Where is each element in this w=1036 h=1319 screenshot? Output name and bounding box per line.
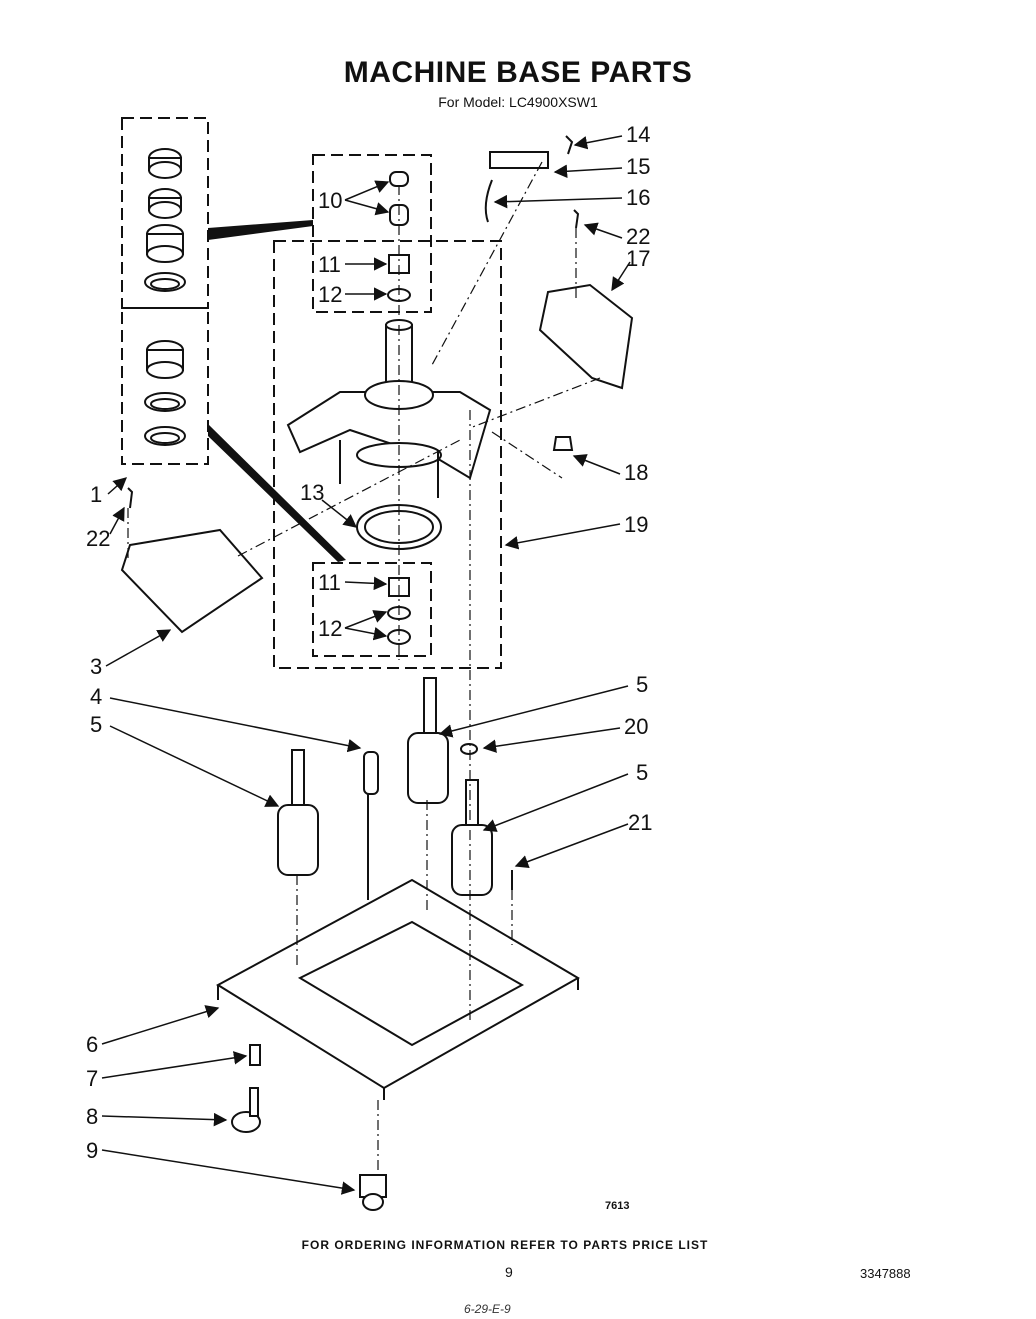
callout-14: 14 [626,122,650,147]
callout-labels: 14 15 16 22 17 18 19 10 11 12 13 11 12 1… [86,122,652,1163]
callout-11-lower: 11 [318,570,341,595]
callout-8: 8 [86,1104,98,1129]
lower-bearing-box [312,562,432,657]
bearing-kit-parts [144,148,186,446]
callout-22-right: 22 [626,224,650,249]
callout-4: 4 [90,684,102,709]
figure-code: 7613 [605,1200,630,1212]
bearing-kit-lower-box [121,307,209,465]
callout-1: 1 [90,482,102,507]
callout-21: 21 [628,810,652,835]
callout-11-upper: 11 [318,252,341,277]
base-plate [216,878,580,1100]
ordering-info: FOR ORDERING INFORMATION REFER TO PARTS … [301,1238,709,1252]
callout-10: 10 [318,188,342,213]
callout-12-lower: 12 [318,616,342,641]
callout-12-upper: 12 [318,282,342,307]
callout-5-lower-right: 5 [636,760,648,785]
document-number: 3347888 [860,1266,911,1281]
bracket-hardware [127,135,580,509]
callout-9: 9 [86,1138,98,1163]
callout-18: 18 [624,460,648,485]
feet [231,1044,387,1211]
gearcase-assembly-box [273,240,502,669]
callout-6: 6 [86,1032,98,1057]
upper-bearing-box [312,154,432,313]
kit-pointer-lower [208,424,346,562]
kit-pointer-upper [208,220,313,240]
callout-15: 15 [626,154,650,179]
callout-16: 16 [626,185,650,210]
handwritten-note: 6-29-E-9 [464,1302,511,1316]
page-title: MACHINE BASE PARTS [343,56,693,89]
callout-20: 20 [624,714,648,739]
callout-17: 17 [626,246,650,271]
suspension-parts [277,677,513,900]
page-number: 9 [505,1264,513,1280]
bearing-kit-upper-box [121,117,209,309]
callout-19: 19 [624,512,648,537]
callout-5-left: 5 [90,712,102,737]
alignment-lines [127,161,601,1175]
callout-7: 7 [86,1066,98,1091]
callout-13: 13 [300,480,324,505]
callout-22-left: 22 [86,526,110,551]
gearcase-assembly [286,319,492,550]
callout-3: 3 [90,654,102,679]
shields [120,283,634,634]
callout-5-upper-right: 5 [636,672,648,697]
leader-lines [101,135,631,1195]
model-subtitle: For Model: LC4900XSW1 [438,94,598,110]
